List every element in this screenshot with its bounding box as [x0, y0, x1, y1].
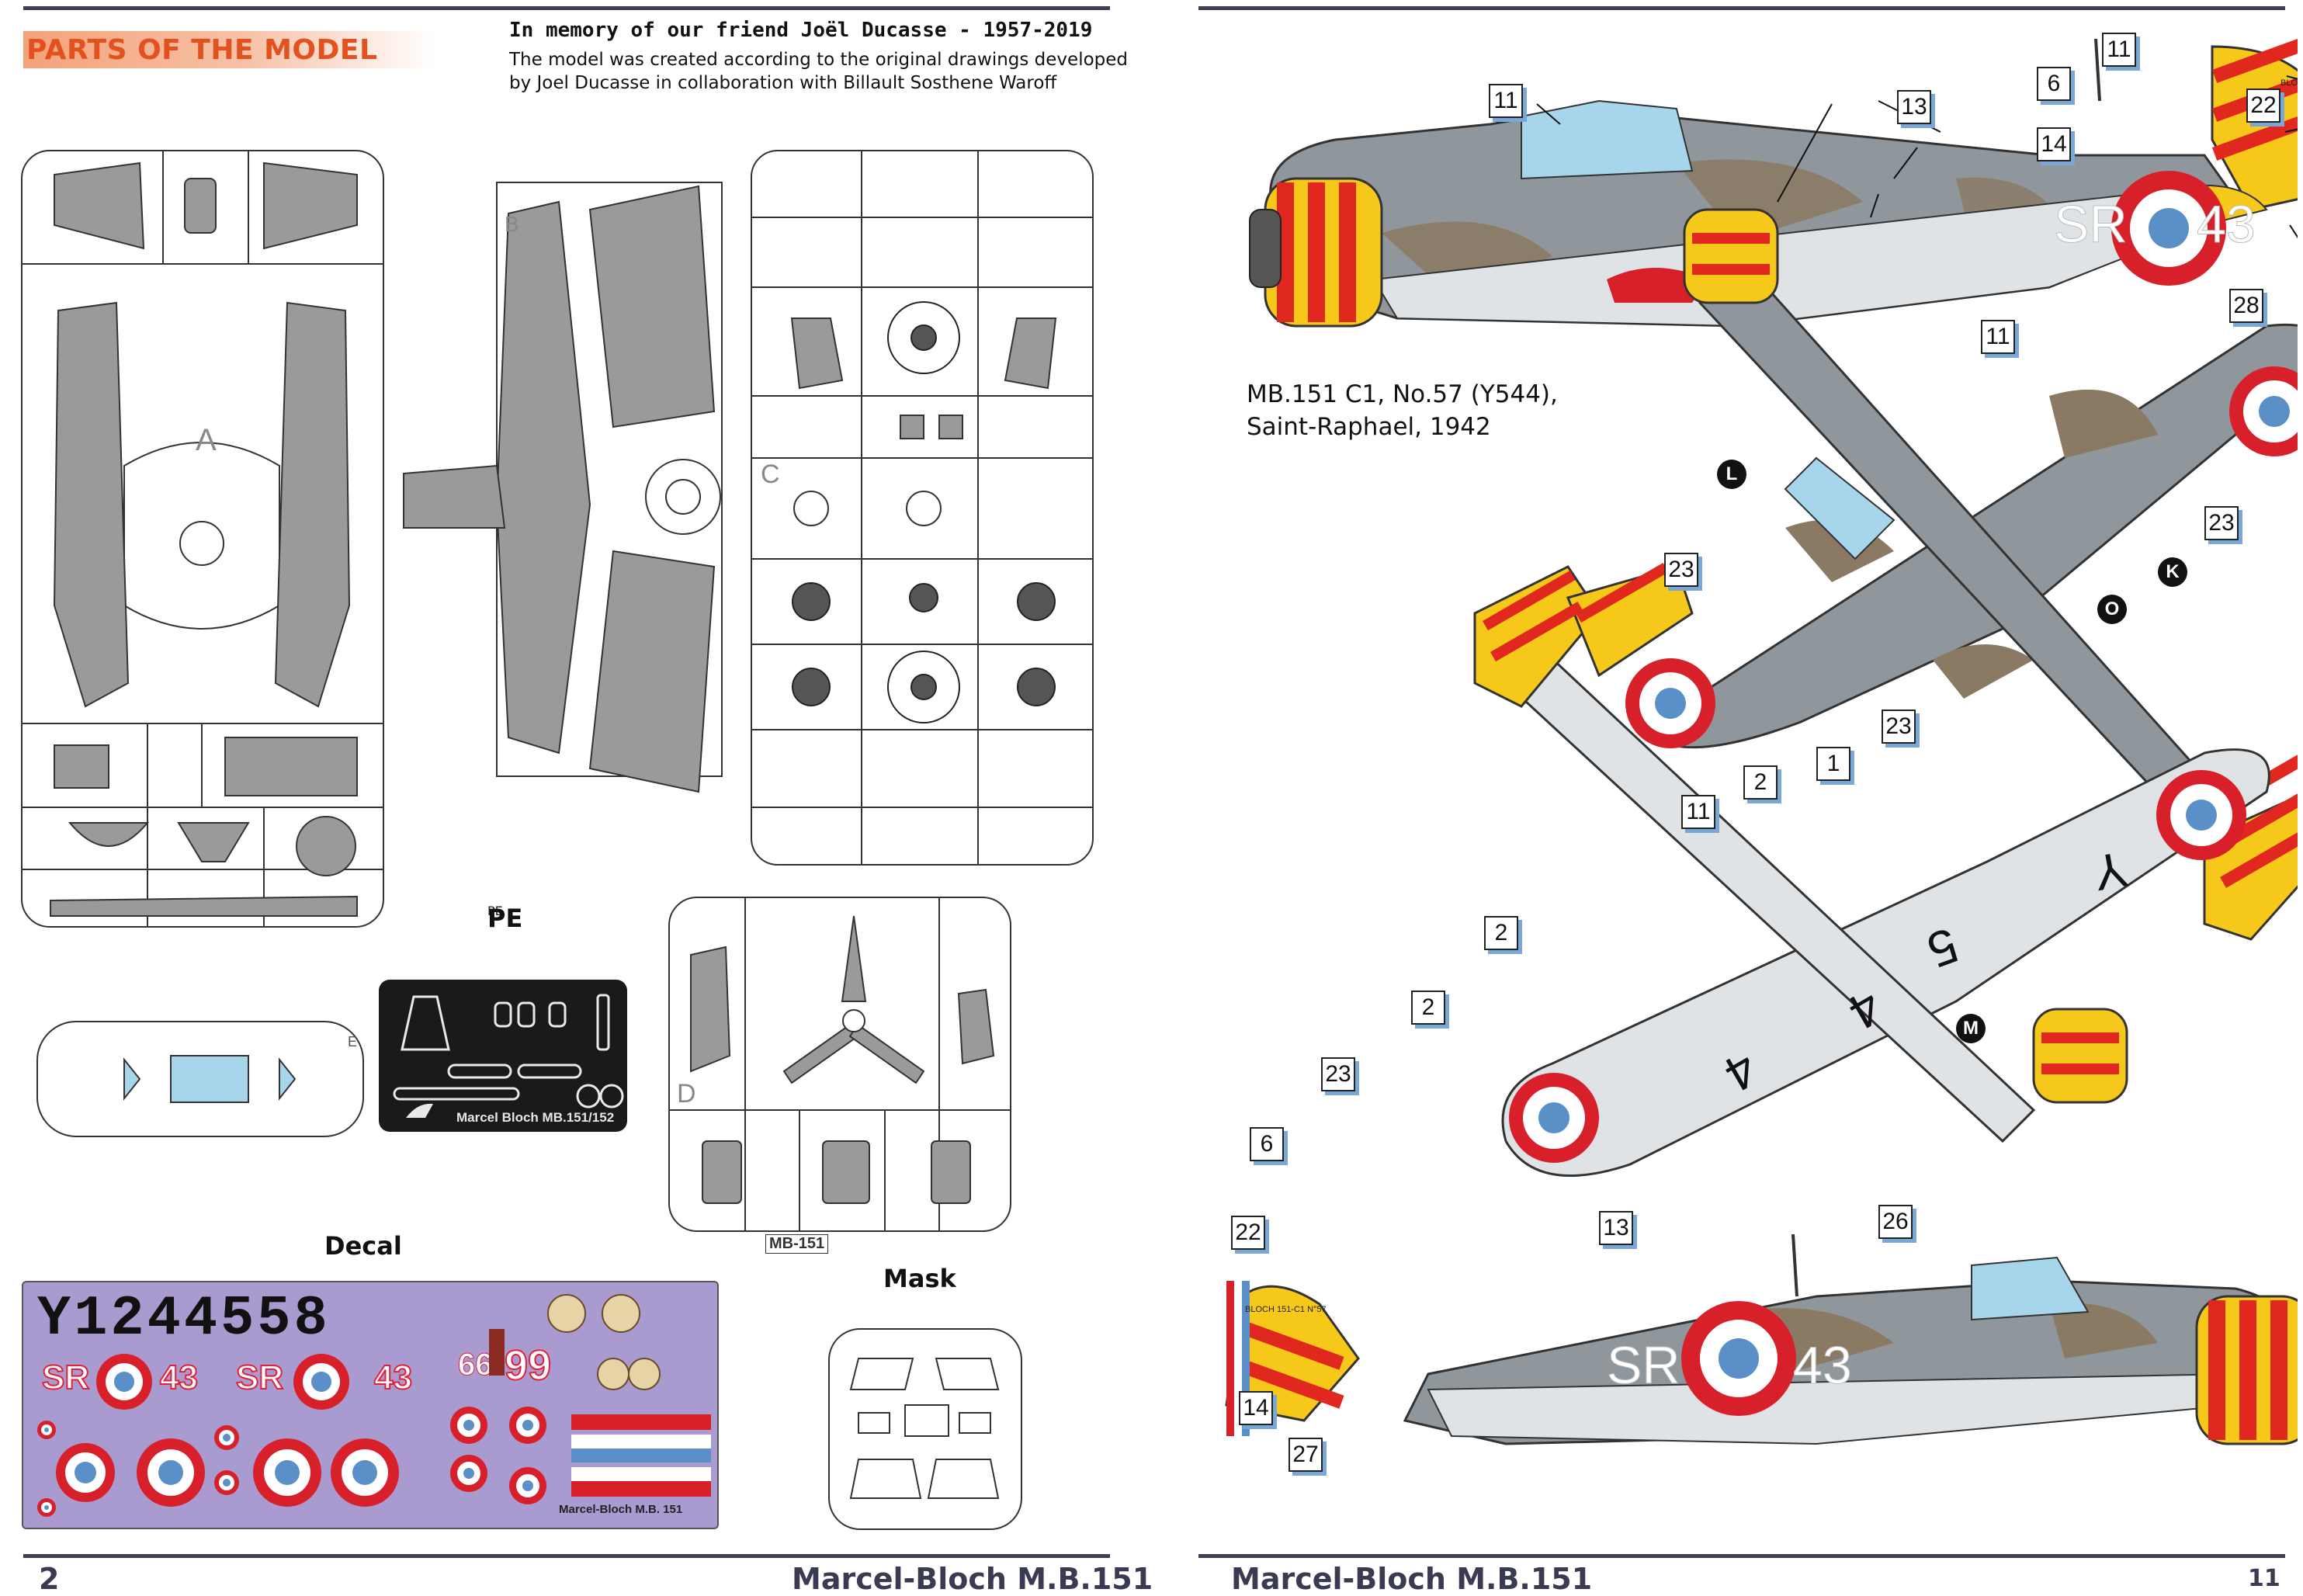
decal-number-a: 66 — [458, 1348, 493, 1383]
decal-label: Decal — [324, 1231, 402, 1261]
callout-14-bottom: 14 — [1239, 1391, 1273, 1425]
callout-22-top: 22 — [2246, 88, 2280, 123]
sprue-a-label: A — [196, 423, 217, 457]
callout-2-a: 2 — [1743, 765, 1778, 800]
planform-upper — [1625, 208, 2298, 941]
callout-27: 27 — [1289, 1438, 1323, 1472]
memorial-title: In memory of our friend Joël Ducasse - 1… — [509, 19, 1093, 42]
decal-code-right-2: 43 — [373, 1358, 413, 1397]
top-tail-text: BLOCH 151-C1 N°57 — [2280, 78, 2298, 88]
sprue-c — [751, 150, 1094, 866]
callout-6-top: 6 — [2037, 67, 2071, 101]
callout-6-bottom: 6 — [1250, 1127, 1284, 1161]
sprue-diagrams: A B — [21, 150, 1094, 1232]
mask-sheet — [828, 1328, 1022, 1530]
callout-11-b: 11 — [2102, 33, 2136, 67]
top-rule-left — [23, 6, 1110, 10]
callout-22-bottom: 22 — [1231, 1216, 1265, 1250]
callout-13-top: 13 — [1897, 90, 1931, 124]
decal-registration: Y1244558 — [37, 1287, 331, 1351]
callout-1: 1 — [1816, 747, 1850, 781]
memorial-line-2: by Joel Ducasse in collaboration with Bi… — [509, 73, 1057, 93]
sprue-c-label: C — [761, 460, 780, 489]
callout-14-top: 14 — [2037, 127, 2071, 161]
marker-k: K — [2158, 557, 2187, 587]
top-rule-right — [1198, 6, 2285, 10]
decal-number-b: 99 — [504, 1341, 552, 1390]
callout-11-c: 11 — [1981, 320, 2015, 354]
decal-caption: Marcel-Bloch M.B. 151 — [559, 1503, 683, 1516]
callout-11-mid: 11 — [1681, 795, 1715, 829]
bottom-rule-right — [1198, 1554, 2285, 1558]
decal-code-left-1: SR — [41, 1358, 90, 1397]
pe-sheet: Marcel Bloch MB.151/152 — [379, 980, 627, 1132]
planform-lower — [1473, 563, 2270, 1178]
sprue-code: MB-151 — [765, 1234, 829, 1254]
callout-11-a: 11 — [1489, 84, 1523, 118]
pe-label: PE — [487, 904, 503, 918]
sprue-e — [36, 1021, 364, 1137]
profile-top — [1249, 33, 2298, 328]
top-fuselage-number: 43 — [2197, 195, 2256, 254]
pe-sheet-caption: Marcel Bloch MB.151/152 — [456, 1110, 615, 1125]
page-number-right: 11 — [2248, 1565, 2280, 1592]
camo-caption-line-2: Saint-Raphael, 1942 — [1247, 413, 1491, 441]
bottom-fuselage-code: SR — [1607, 1336, 1680, 1395]
bottom-rule-left — [23, 1554, 1110, 1558]
page-number-left: 2 — [39, 1562, 60, 1596]
section-title-banner: PARTS OF THE MODEL — [23, 31, 435, 68]
decal-code-left-2: SR — [235, 1358, 284, 1397]
marker-o: O — [2097, 595, 2127, 624]
sprue-b — [496, 182, 723, 777]
camo-caption-line-1: MB.151 C1, No.57 (Y544), — [1247, 380, 1558, 408]
callout-13-bottom: 13 — [1599, 1211, 1633, 1245]
pe-parts — [393, 994, 624, 1118]
memorial-line-1: The model was created according to the o… — [509, 50, 1129, 70]
footer-title-left: Marcel-Bloch M.B.151 — [792, 1562, 1153, 1596]
sprue-b-label: B — [505, 212, 519, 236]
decal-roundels — [37, 1294, 711, 1517]
callout-2-c: 2 — [1411, 991, 1445, 1025]
callout-28: 28 — [2229, 289, 2263, 323]
top-fuselage-code: SR — [2054, 195, 2127, 254]
section-title: PARTS OF THE MODEL — [26, 34, 378, 66]
svg-text:E: E — [348, 1034, 357, 1050]
callout-23-a: 23 — [2204, 506, 2239, 540]
mask-label: Mask — [883, 1264, 956, 1293]
decal-sheet: Y1244558 SR 43 SR 43 66 99 — [22, 1281, 719, 1529]
profile-bottom — [1225, 1233, 2298, 1445]
callout-2-b: 2 — [1484, 916, 1518, 950]
bottom-tail-text: BLOCH 151-C1 N°57 — [1245, 1305, 1327, 1314]
pe-label-text: PE — [487, 904, 523, 933]
callout-26: 26 — [1878, 1205, 1913, 1239]
decal-code-right-1: 43 — [159, 1358, 199, 1397]
footer-title-right: Marcel-Bloch M.B.151 — [1231, 1562, 1593, 1596]
marker-l: L — [1717, 460, 1746, 489]
callout-23-c: 23 — [1882, 710, 1916, 744]
sprue-d-label: D — [677, 1079, 696, 1109]
bottom-fuselage-number: 43 — [1793, 1336, 1852, 1395]
callout-23-d: 23 — [1321, 1057, 1355, 1091]
callout-23-b: 23 — [1664, 553, 1698, 587]
aircraft-profiles: SR 43 BLOCH 151-C1 N°57 — [1225, 33, 2298, 1445]
marker-m: M — [1956, 1014, 1986, 1043]
